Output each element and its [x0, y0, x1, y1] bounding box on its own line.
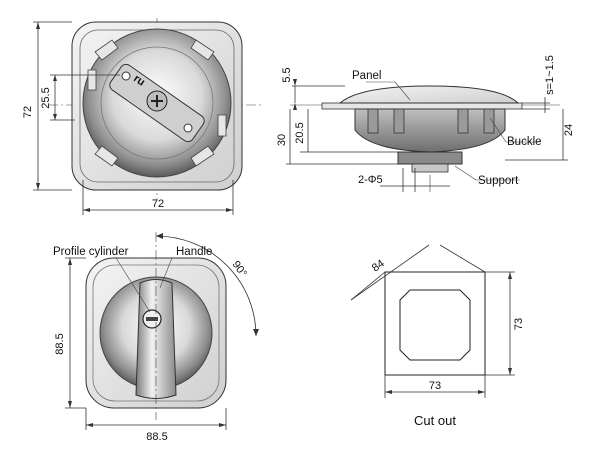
side-thickness-dim: s=1~1.5	[544, 55, 556, 95]
side-view: 5.5 20.5 30 s=1~1.5 24 2-Φ5 Panel Buckle…	[276, 55, 575, 192]
cutout-octagon	[399, 289, 471, 361]
profile-cylinder-label: Profile cylinder	[53, 246, 129, 258]
side-flange	[338, 85, 520, 104]
handle-label: Handle	[176, 246, 212, 258]
handle-view: 90° Profile cylinder Handle 88.5 88.5	[53, 232, 259, 443]
side-support	[397, 151, 463, 165]
handle-dimensions	[65, 257, 227, 430]
buckle-label: Buckle	[507, 136, 542, 148]
support-label: Support	[478, 175, 519, 187]
cutout-view: 84 73 73 Cut out	[350, 244, 525, 428]
front-width-dim: 72	[152, 198, 164, 210]
side-mid-dim: 20.5	[294, 122, 306, 143]
side-top-dim: 5.5	[281, 67, 293, 82]
panel-label: Panel	[352, 70, 381, 82]
side-buckles	[367, 108, 495, 134]
cutout-square	[384, 271, 486, 376]
side-holes-dim: 2-Φ5	[358, 174, 383, 186]
side-dimensions	[286, 79, 568, 192]
cutout-width-dim: 73	[429, 380, 441, 392]
side-depth-dim: 30	[276, 134, 288, 146]
rotation-arc	[155, 235, 257, 337]
side-panel	[321, 102, 523, 110]
front-view: ru 72 25.5 72	[22, 18, 262, 215]
handle-height-dim: 88.5	[54, 333, 66, 354]
front-height-dim: 72	[22, 106, 34, 118]
cutout-caption: Cut out	[414, 413, 456, 428]
front-inner-dim: 25.5	[40, 87, 52, 108]
side-buckle-dim: 24	[563, 124, 575, 136]
handle-lever	[135, 279, 177, 399]
front-dimensions	[33, 21, 234, 215]
rotation-angle: 90°	[230, 259, 249, 280]
cutout-height-dim: 73	[513, 318, 525, 330]
handle-width-dim: 88.5	[146, 431, 167, 443]
cutout-diagonal-dim: 84	[370, 258, 387, 275]
